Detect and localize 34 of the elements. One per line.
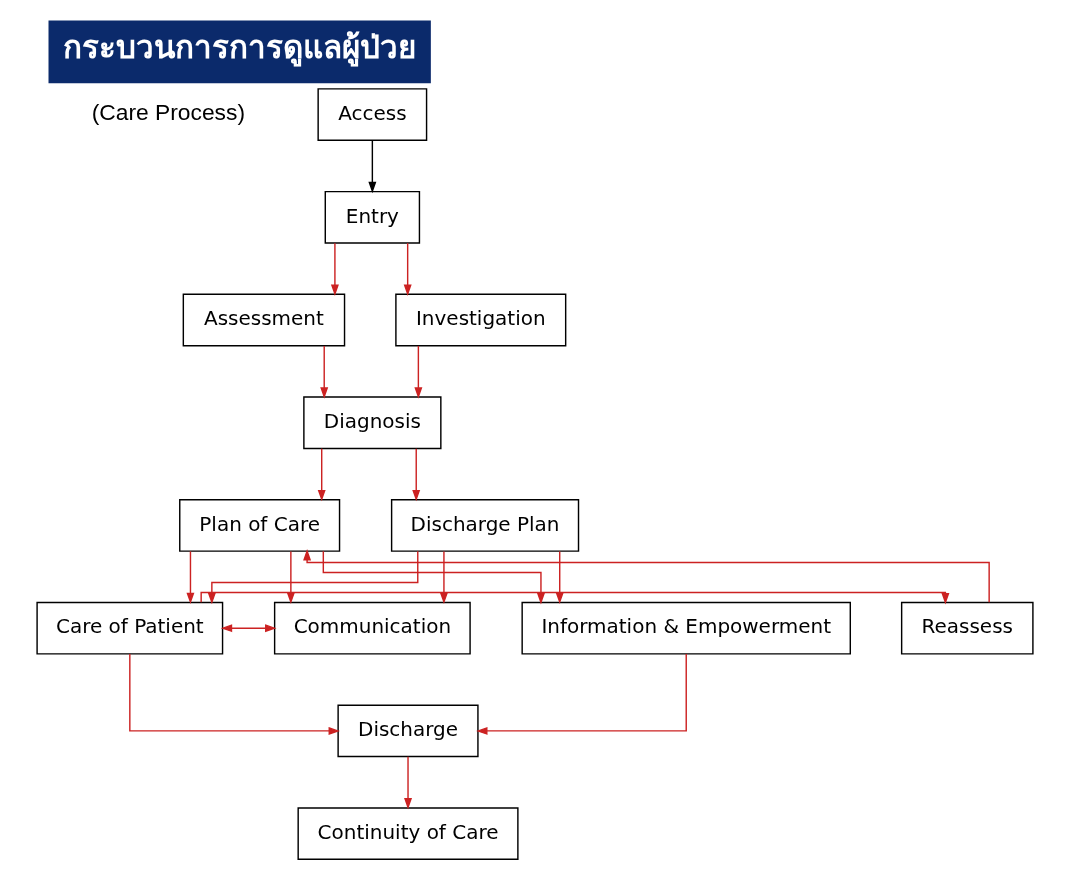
arrow — [404, 755, 413, 809]
arrow — [220, 623, 277, 632]
arrow — [186, 550, 195, 604]
node-box: Reassess — [900, 601, 1034, 655]
arrow — [368, 139, 377, 193]
node-box: Investigation — [395, 293, 567, 346]
arrow — [303, 548, 990, 603]
node-box: Entry — [324, 190, 421, 244]
arrow — [322, 549, 545, 604]
arrow — [403, 242, 412, 296]
arrow — [555, 550, 564, 604]
node-box: Plan of Care — [179, 498, 341, 552]
node-box: Care of Patient — [36, 601, 224, 655]
node-box: Assessment — [182, 293, 346, 346]
arrow — [476, 652, 687, 735]
arrow — [286, 550, 295, 604]
node-box: Access — [317, 87, 428, 141]
node-box: Diagnosis — [303, 395, 442, 449]
node-box: Discharge — [337, 704, 479, 757]
arrow — [414, 344, 423, 399]
node-box: Discharge Plan — [390, 498, 580, 552]
arrow — [129, 652, 340, 735]
arrow — [330, 242, 339, 296]
arrow — [412, 447, 421, 501]
node-box: Communication — [273, 601, 471, 655]
arrow — [439, 550, 448, 604]
node-box: Information & Empowerment — [521, 601, 851, 655]
diagram-title: กระบวนการการดูแลผู้ป่วย — [62, 28, 416, 65]
node-box: Continuity of Care — [297, 806, 519, 860]
arrow — [207, 550, 419, 604]
arrow — [320, 344, 329, 399]
arrow — [317, 447, 326, 501]
label: (Care Process) — [91, 98, 246, 125]
arrow — [200, 591, 950, 604]
